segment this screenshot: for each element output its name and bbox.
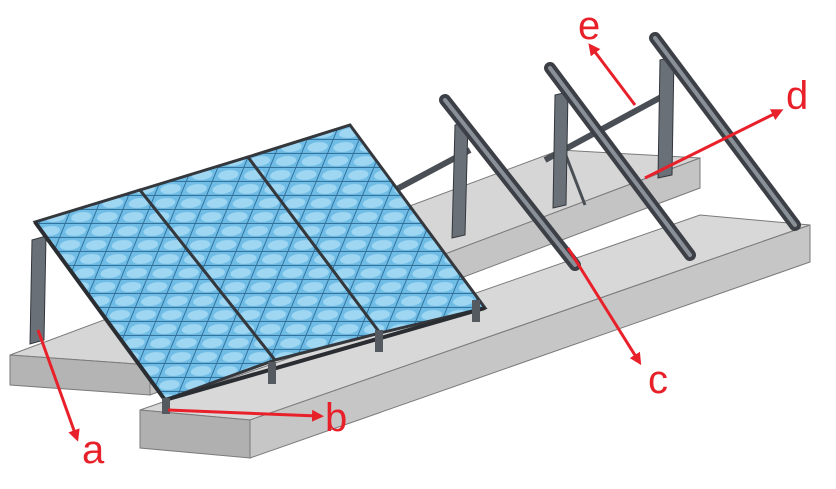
front-feet: [162, 300, 480, 414]
callout-arrows: [36, 43, 784, 442]
arrow-a: [36, 329, 80, 442]
arrow-e: [588, 43, 637, 106]
callout-label-a: a: [82, 428, 105, 472]
callout-label-b: b: [325, 396, 348, 440]
arrow-c: [566, 247, 642, 366]
callout-label-c: c: [648, 358, 668, 402]
callout-label-e: e: [578, 4, 601, 48]
rear-legs: [29, 56, 675, 345]
arrow-b: [167, 408, 324, 422]
solar-panels: [32, 123, 488, 403]
arrow-d: [644, 109, 784, 180]
callout-label-d: d: [786, 74, 809, 118]
inclined-rails: [439, 32, 801, 271]
